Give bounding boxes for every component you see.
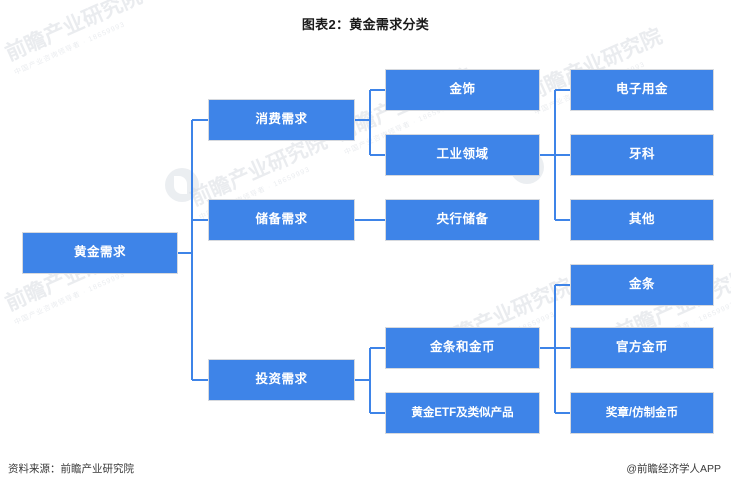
node-electronics-gold[interactable]: 电子用金 [570, 69, 714, 111]
node-label: 工业领域 [436, 147, 489, 162]
node-gold-etf[interactable]: 黄金ETF及类似产品 [385, 392, 540, 434]
node-bars-and-coins[interactable]: 金条和金币 [385, 327, 540, 369]
source-note: 资料来源：前瞻产业研究院 [8, 463, 134, 475]
node-label: 央行储备 [436, 212, 489, 227]
node-consumer-demand[interactable]: 消费需求 [208, 99, 355, 141]
node-label: 投资需求 [255, 372, 308, 387]
node-label: 金条 [628, 277, 655, 292]
page-title: 图表2：黄金需求分类 [301, 17, 430, 32]
node-label: 黄金需求 [73, 245, 126, 260]
node-gold-bar[interactable]: 金条 [570, 264, 714, 306]
node-medal-imitation-coin[interactable]: 奖章/仿制金币 [570, 392, 714, 434]
node-label: 牙科 [628, 147, 655, 162]
node-label: 其他 [628, 212, 655, 227]
node-label: 奖章/仿制金币 [605, 406, 679, 419]
node-root-demand[interactable]: 黄金需求 [22, 232, 178, 274]
app-attribution: @前瞻经济学人APP [626, 463, 721, 475]
node-label: 金条和金币 [429, 340, 495, 355]
node-other[interactable]: 其他 [570, 199, 714, 241]
node-central-bank-reserve[interactable]: 央行储备 [385, 199, 540, 241]
node-label: 黄金ETF及类似产品 [411, 406, 514, 419]
node-industrial[interactable]: 工业领域 [385, 134, 540, 176]
node-label: 消费需求 [255, 112, 308, 127]
node-jewelry[interactable]: 金饰 [385, 69, 540, 111]
node-label: 金饰 [449, 82, 476, 97]
node-reserve-demand[interactable]: 储备需求 [208, 199, 355, 241]
node-label: 官方金币 [615, 340, 668, 355]
node-dental[interactable]: 牙科 [570, 134, 714, 176]
node-label: 储备需求 [255, 212, 308, 227]
node-official-coin[interactable]: 官方金币 [570, 327, 714, 369]
node-investment-demand[interactable]: 投资需求 [208, 359, 355, 401]
node-label: 电子用金 [615, 82, 668, 97]
